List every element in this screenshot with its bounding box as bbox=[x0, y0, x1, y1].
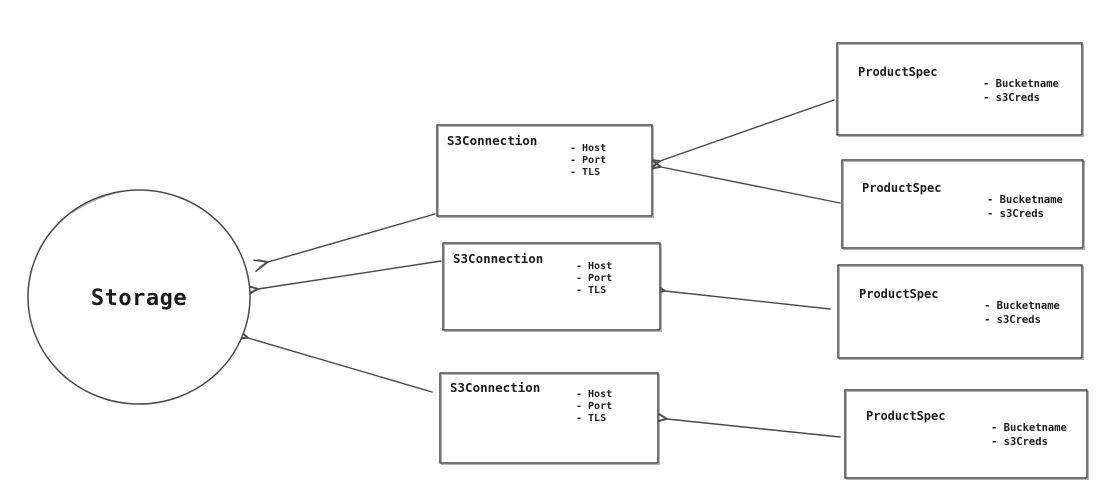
productspec-3-box-echo bbox=[839, 266, 1084, 360]
productspec-1-box-echo bbox=[838, 44, 1084, 137]
edge-s3connection2-to-storage[interactable] bbox=[243, 260, 442, 298]
storage-label: Storage bbox=[91, 286, 187, 311]
storage-circle[interactable] bbox=[27, 189, 251, 405]
s3connection-node-3[interactable]: S3Connection - Host - Port - TLS bbox=[439, 372, 660, 465]
productspec-node-2[interactable]: ProductSpec - Bucketname - s3Creds bbox=[841, 159, 1085, 250]
s3connection-2-attr-host: - Host bbox=[576, 261, 612, 272]
s3connection-3-attr-port: - Port bbox=[576, 401, 612, 412]
edge-productspec4-to-s3connection3[interactable] bbox=[651, 411, 841, 438]
s3connection-2-attr-tls: - TLS bbox=[576, 285, 606, 296]
s3connection-3-attr-host: - Host bbox=[576, 389, 612, 400]
s3connection-node-1[interactable]: S3Connection - Host - Port - TLS bbox=[436, 124, 654, 218]
s3connection-node-2[interactable]: S3Connection - Host - Port - TLS bbox=[442, 242, 662, 332]
s3connection-1-box-echo bbox=[438, 126, 654, 218]
s3connection-1-attr-port: - Port bbox=[570, 155, 606, 166]
productspec-node-4[interactable]: ProductSpec - Bucketname - s3Creds bbox=[844, 389, 1089, 480]
edge-productspec3-to-s3connection2[interactable] bbox=[649, 283, 831, 310]
productspec-1-attr-s3creds: - s3Creds bbox=[983, 92, 1040, 104]
s3connection-1-label: S3Connection bbox=[447, 133, 537, 148]
productspec-node-1[interactable]: ProductSpec - Bucketname - s3Creds bbox=[836, 42, 1084, 137]
productspec-node-3[interactable]: ProductSpec - Bucketname - s3Creds bbox=[837, 264, 1084, 360]
edge-productspec1-to-s3connection1[interactable] bbox=[645, 99, 835, 172]
productspec-4-box[interactable] bbox=[844, 389, 1088, 479]
productspec-2-label: ProductSpec bbox=[862, 181, 941, 195]
productspec-2-box[interactable] bbox=[841, 159, 1084, 249]
edge-s3connection3-to-storage[interactable] bbox=[232, 328, 433, 393]
productspec-4-label: ProductSpec bbox=[866, 409, 945, 423]
s3connection-3-box-echo bbox=[441, 374, 660, 465]
productspec-3-box[interactable] bbox=[837, 264, 1083, 359]
edge-productspec2-to-s3connection1[interactable] bbox=[645, 158, 841, 204]
productspec-1-attr-bucketname: - Bucketname bbox=[983, 78, 1059, 90]
s3connection-3-box[interactable] bbox=[439, 372, 659, 464]
s3connection-2-box-echo bbox=[444, 244, 662, 332]
productspec-2-attr-s3creds: - s3Creds bbox=[987, 208, 1044, 220]
s3connection-1-attr-host: - Host bbox=[570, 143, 606, 154]
edges-layer bbox=[232, 99, 841, 438]
productspec-4-box-echo bbox=[846, 391, 1089, 480]
productspec-3-attr-bucketname: - Bucketname bbox=[984, 300, 1060, 312]
productspec-4-attr-s3creds: - s3Creds bbox=[991, 436, 1048, 448]
s3connection-3-label: S3Connection bbox=[450, 380, 540, 395]
storage-node[interactable]: Storage bbox=[27, 189, 251, 405]
productspec-4-attr-bucketname: - Bucketname bbox=[991, 422, 1067, 434]
productspec-1-box[interactable] bbox=[836, 42, 1083, 136]
s3connection-2-box[interactable] bbox=[442, 242, 661, 331]
s3connection-1-attr-tls: - TLS bbox=[570, 167, 600, 178]
productspec-1-label: ProductSpec bbox=[858, 65, 937, 79]
s3connection-3-attr-tls: - TLS bbox=[576, 413, 606, 424]
s3connection-2-label: S3Connection bbox=[453, 251, 543, 266]
storage-circle-sketch-overlap bbox=[71, 189, 134, 214]
productspec-3-attr-s3creds: - s3Creds bbox=[984, 314, 1041, 326]
s3connection-2-attr-port: - Port bbox=[576, 273, 612, 284]
productspec-3-label: ProductSpec bbox=[859, 287, 938, 301]
productspec-2-attr-bucketname: - Bucketname bbox=[987, 194, 1063, 206]
s3connection-1-box[interactable] bbox=[436, 124, 653, 217]
productspec-2-box-echo bbox=[843, 161, 1085, 250]
edge-s3connection1-to-storage[interactable] bbox=[253, 213, 436, 272]
